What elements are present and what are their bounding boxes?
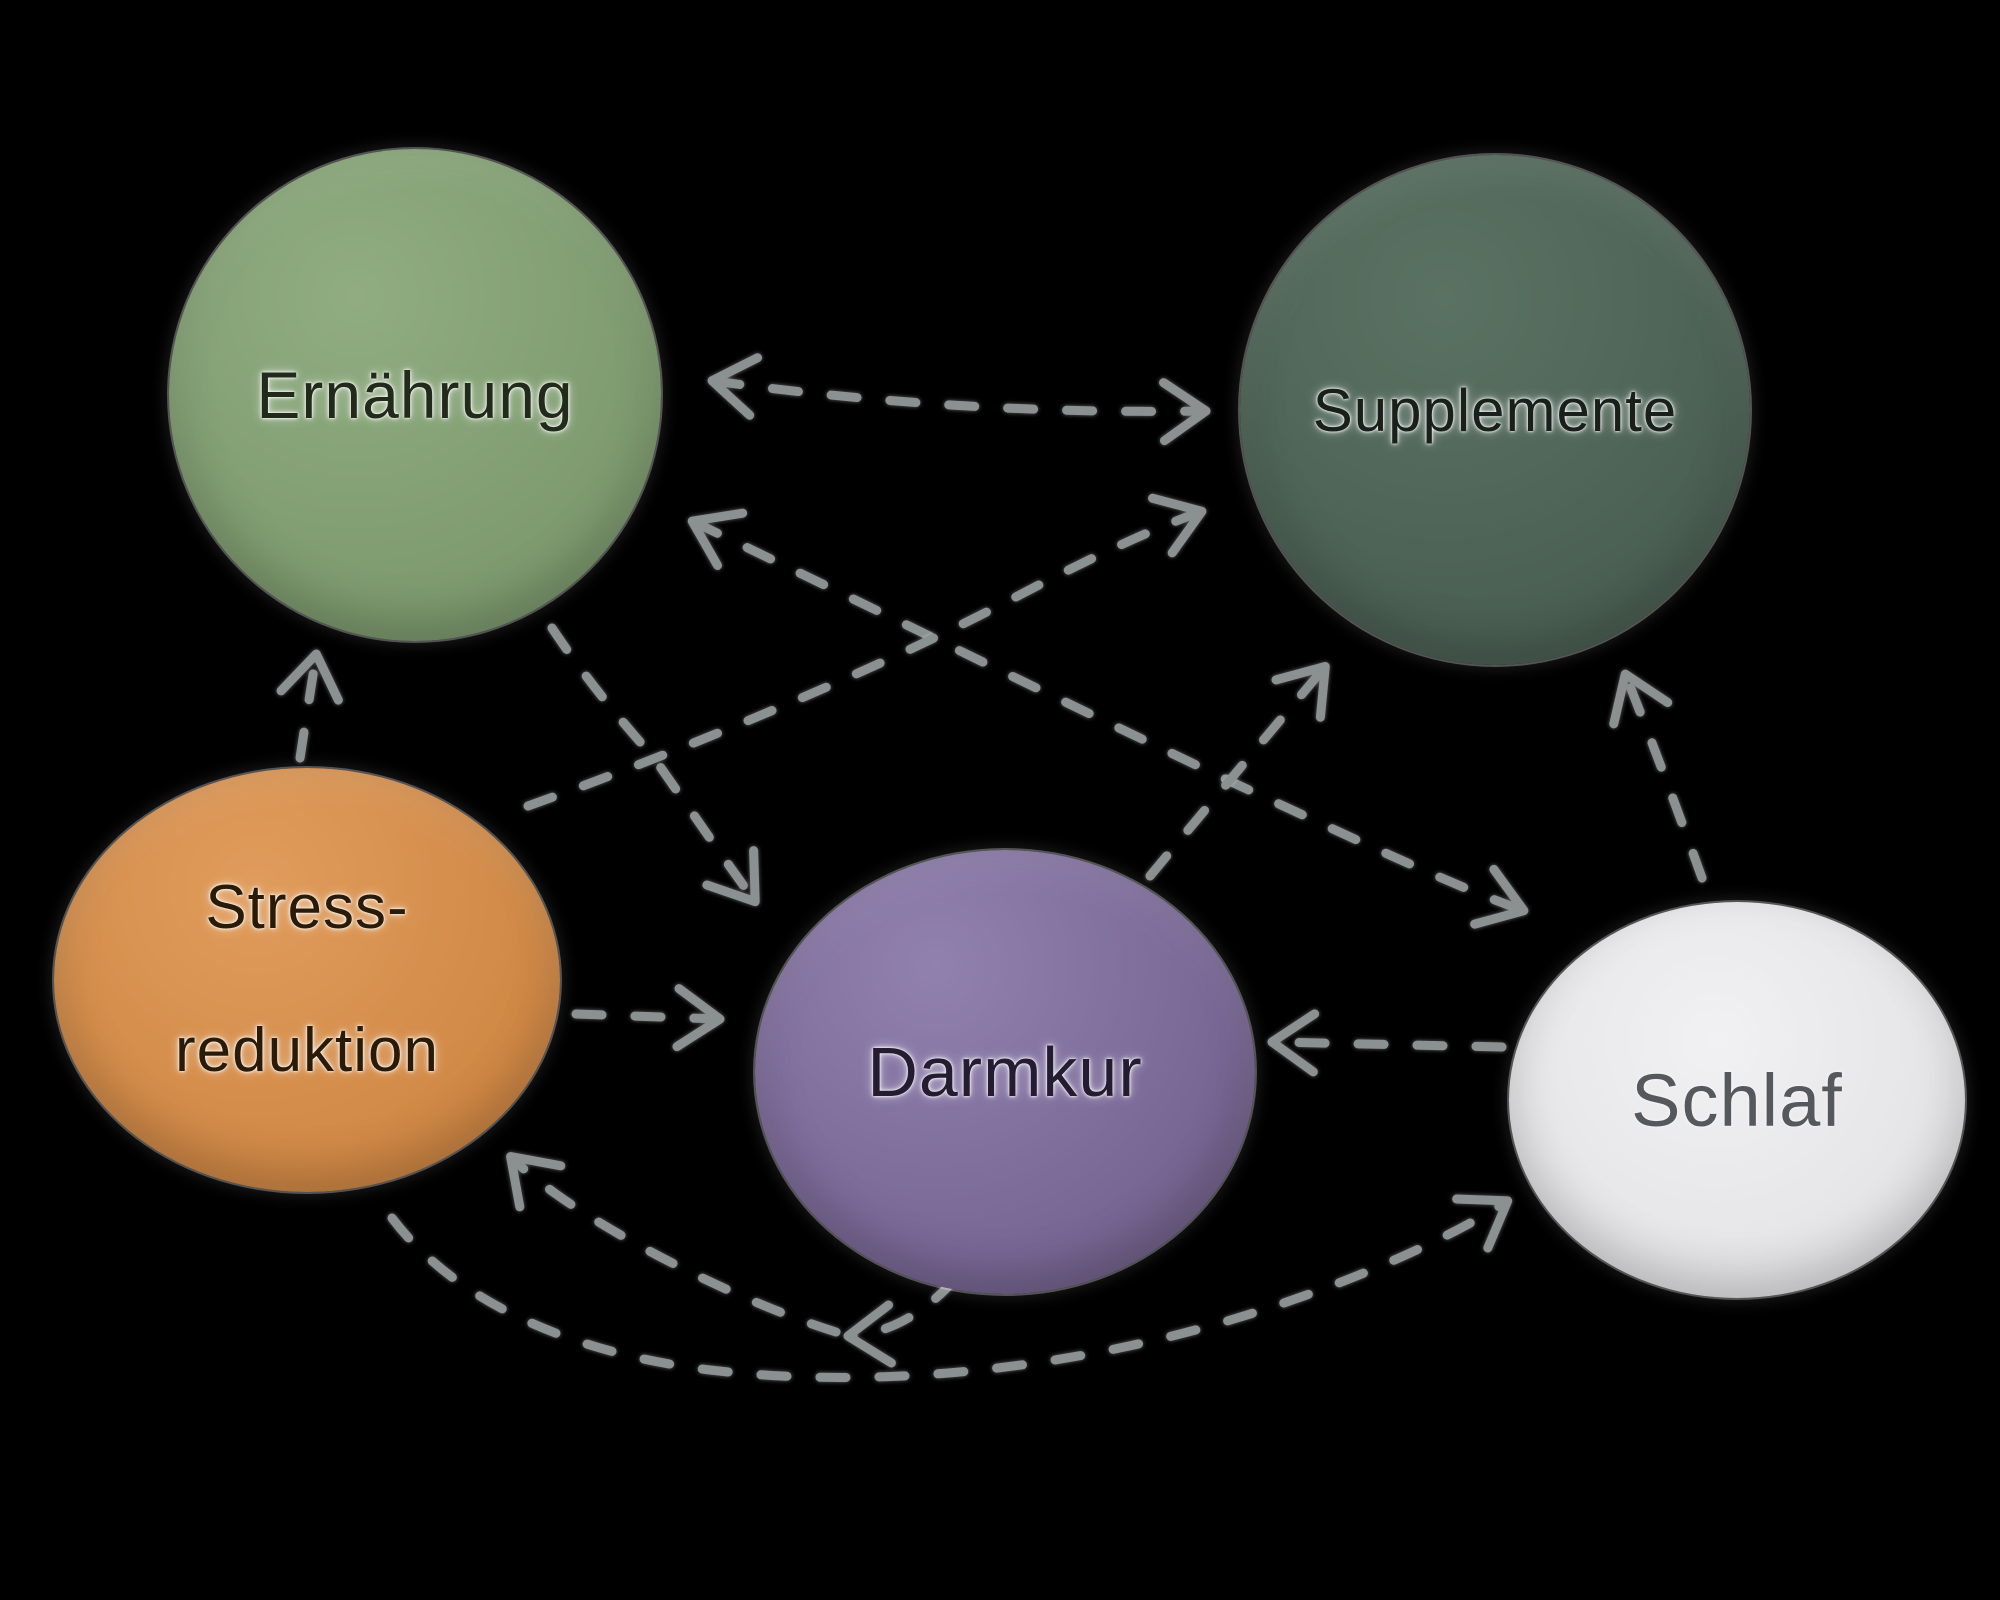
edge-darmkur-stressreduktion-arrow-segment1 xyxy=(843,1275,959,1368)
edge-stressreduktion-ernaehrung-arrow xyxy=(276,649,343,763)
edge-ernaehrung-darmkur-arrow xyxy=(547,623,760,907)
node-ernaehrung: Ernährung xyxy=(169,149,661,641)
edge-ernaehrung-schlaf-arrow xyxy=(687,508,1529,929)
node-stressreduktion: Stress- reduktion xyxy=(54,768,560,1192)
edge-stressreduktion-darmkur-arrow xyxy=(571,984,725,1052)
node-schlaf: Schlaf xyxy=(1509,902,1965,1298)
node-supplemente-label: Supplemente xyxy=(1312,376,1678,444)
node-stressreduktion-label: Stress- reduktion xyxy=(175,837,439,1122)
edge-darmkur-stressreduktion-arrow-segment2 xyxy=(506,1152,841,1337)
edge-ernaehrung-supplemente-arrow xyxy=(707,353,1211,446)
node-stressreduktion-label-line1: Stress- xyxy=(205,873,409,943)
edge-darmkur-supplemente-arrow xyxy=(1145,661,1330,881)
node-darmkur: Darmkur xyxy=(755,850,1255,1294)
node-schlaf-label: Schlaf xyxy=(1631,1058,1843,1142)
node-ernaehrung-label: Ernährung xyxy=(256,358,574,432)
edge-stressreduktion-schlaf-arrow xyxy=(387,1194,1513,1382)
node-stressreduktion-label-line2: reduktion xyxy=(174,1016,440,1085)
node-darmkur-label: Darmkur xyxy=(867,1033,1143,1111)
edge-schlaf-darmkur-arrow xyxy=(1267,1009,1507,1077)
edge-schlaf-supplemente-arrow xyxy=(1609,669,1707,883)
edge-stressreduktion-supplemente-arrow xyxy=(523,493,1207,811)
node-supplemente: Supplemente xyxy=(1240,155,1750,665)
